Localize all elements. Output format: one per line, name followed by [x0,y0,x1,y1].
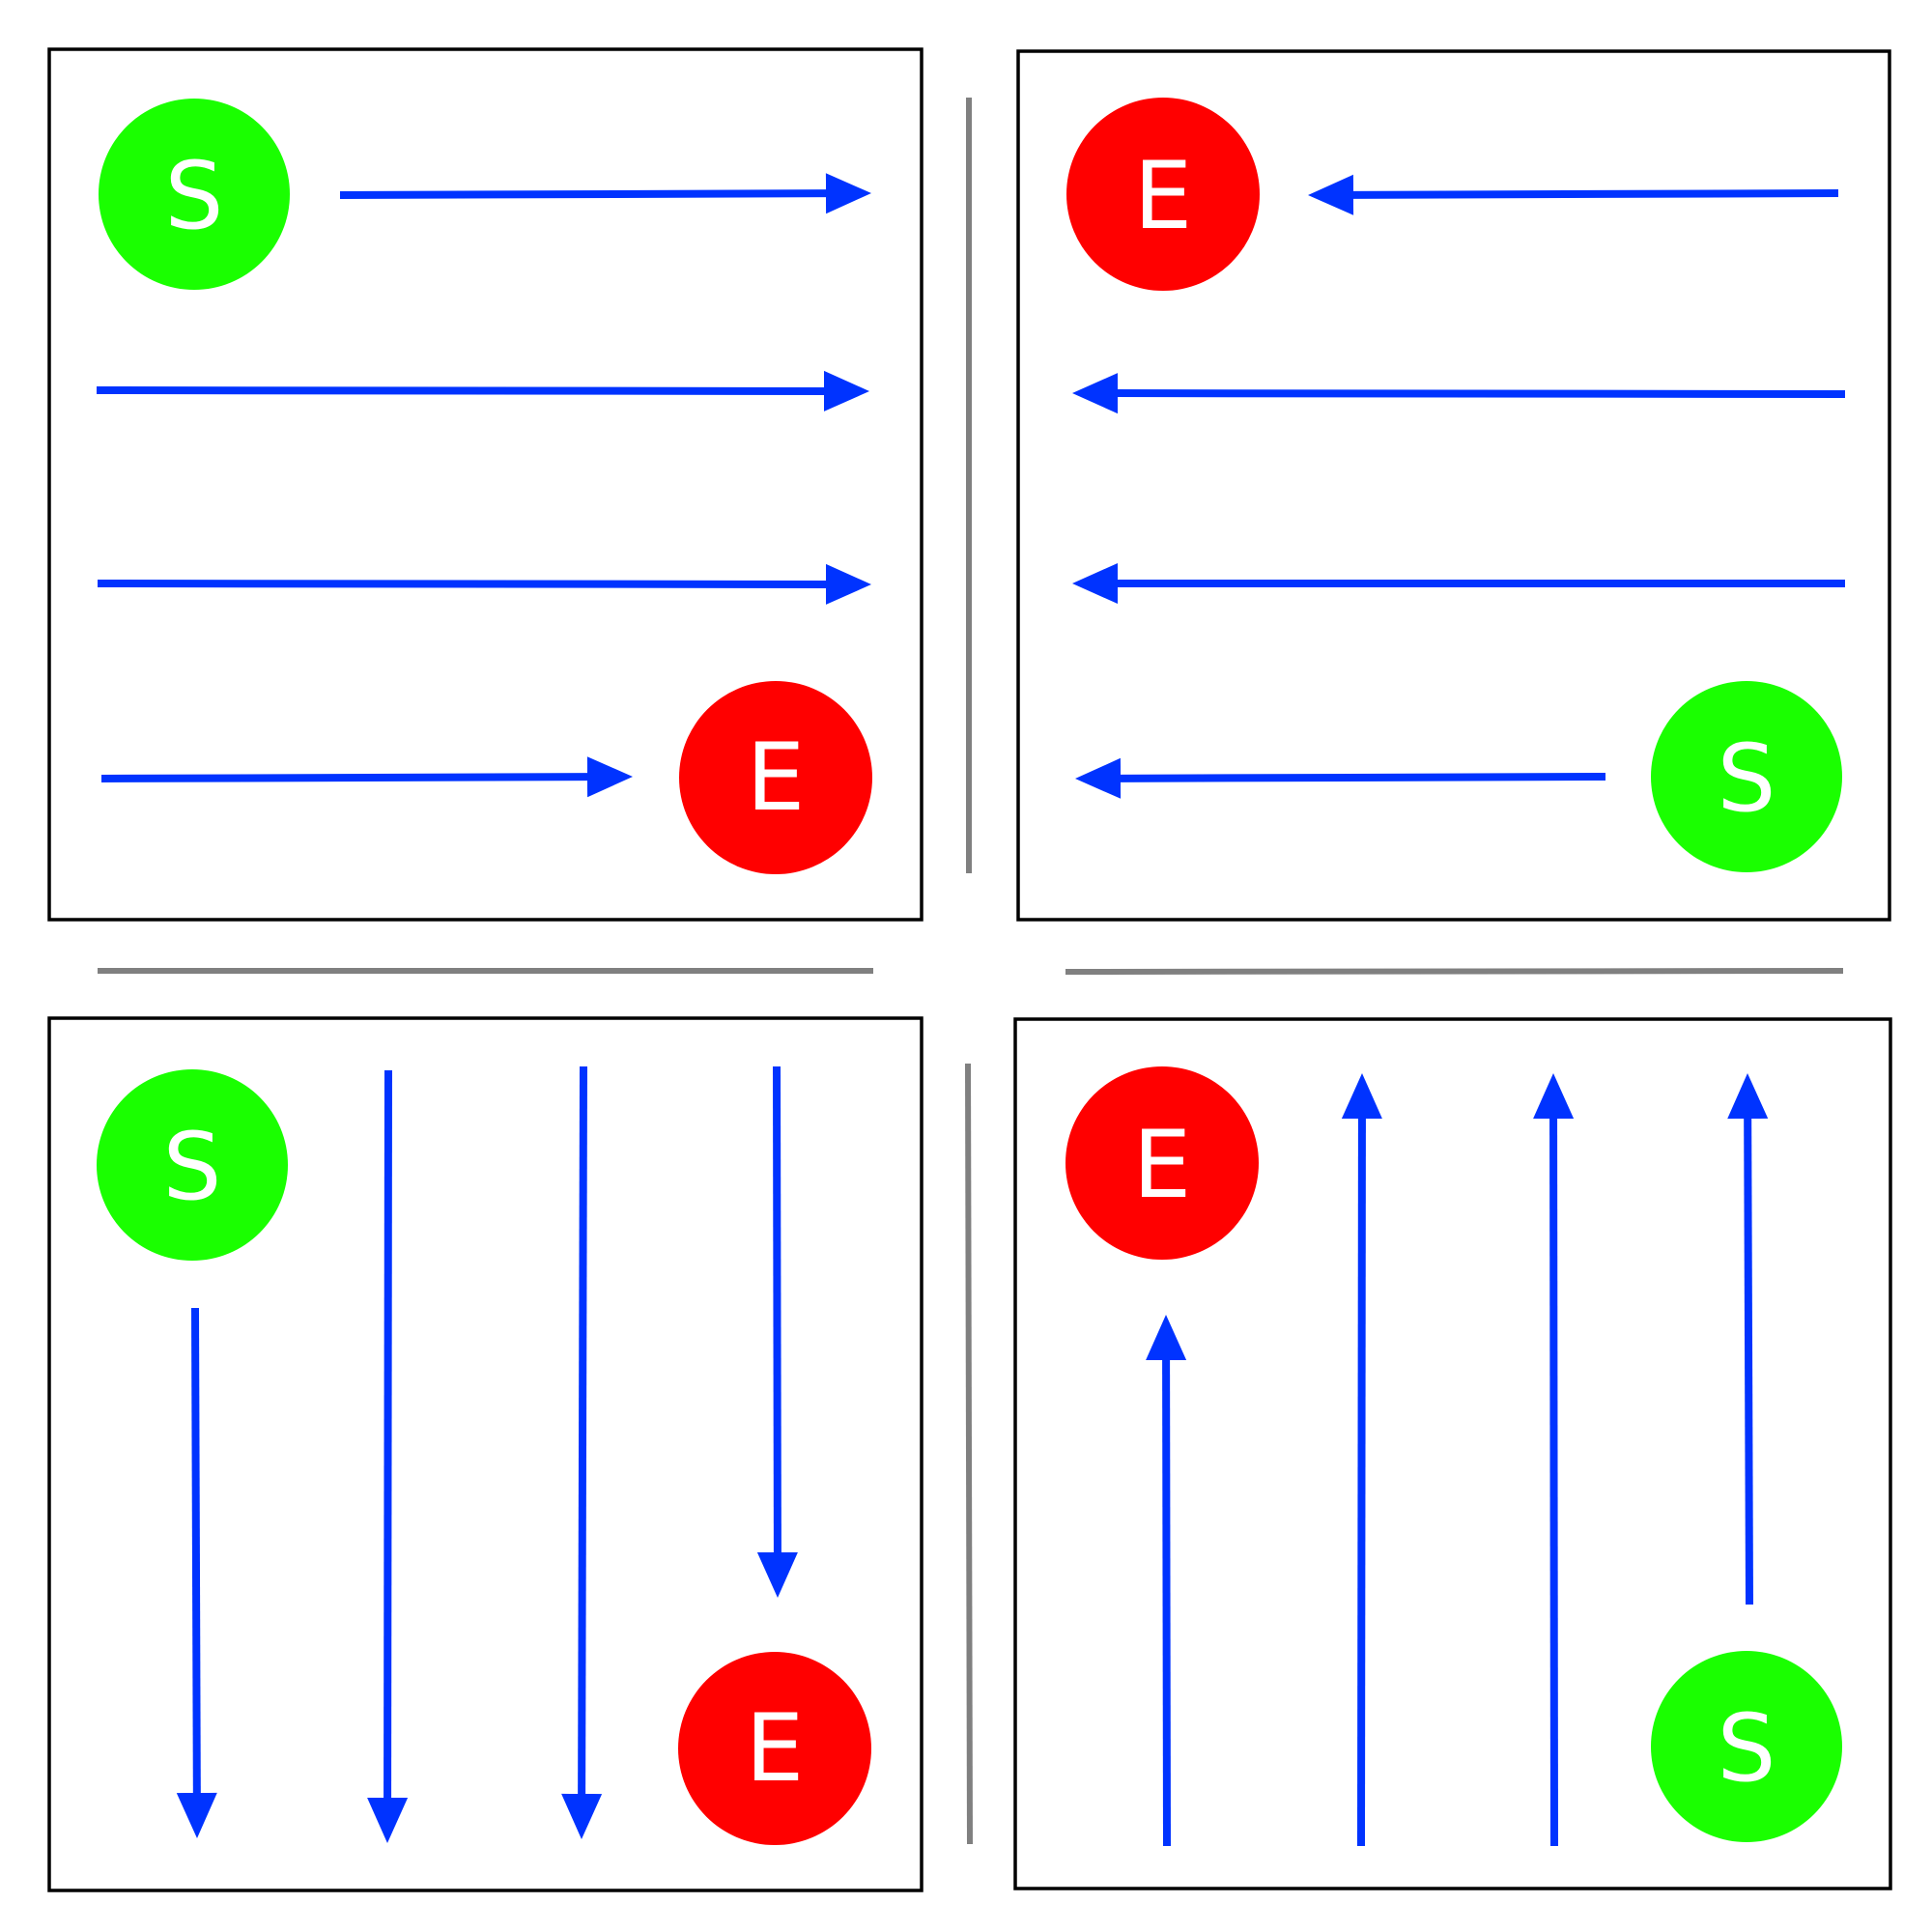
end-marker: E [679,681,872,874]
flow-arrow [1072,373,1846,414]
arrowhead-icon [1341,1073,1382,1119]
flow-arrow [561,1065,603,1839]
start-label: S [165,142,224,250]
arrow-shaft [191,1307,201,1796]
divider-horizontal-right [1065,968,1844,975]
end-marker: E [678,1652,871,1845]
panel-bottom-right-frame [1013,1017,1892,1890]
arrowhead-icon [561,1793,603,1839]
arrow-shaft [1549,1116,1558,1847]
arrow-shaft [773,1065,781,1555]
arrowhead-icon [825,173,871,214]
arrowhead-icon [826,563,871,605]
arrowhead-icon [1072,373,1118,414]
end-circle [678,1652,871,1845]
arrowhead-icon [176,1792,217,1838]
end-circle [679,681,872,874]
flow-arrow [339,173,871,214]
panel-top-right-frame [1016,49,1891,922]
arrowhead-icon [1533,1073,1575,1119]
arrow-shaft [1118,773,1606,782]
flow-arrow [1146,1315,1187,1847]
start-marker: S [97,1069,288,1261]
arrow-layer [96,173,1846,1847]
end-circle [1066,98,1260,291]
end-marker: E [1066,98,1260,291]
panel-bottom-left-frame [47,1016,923,1892]
start-marker: S [1651,1651,1842,1842]
end-marker: E [1065,1066,1259,1260]
arrowhead-icon [1308,174,1354,215]
arrow-shaft [1162,1357,1171,1847]
flow-arrow [97,563,871,605]
flow-arrow [1075,757,1606,799]
flow-arrow [100,756,633,798]
arrowhead-icon [367,1798,409,1843]
flow-arrow [96,370,869,412]
start-label: S [163,1113,222,1221]
start-label: S [1718,724,1776,833]
end-label: E [1134,142,1193,250]
start-circle [1651,681,1842,872]
start-circle [1651,1651,1842,1842]
arrow-shaft [1350,189,1839,199]
flow-arrow [1533,1073,1575,1847]
arrow-shaft [1115,389,1846,398]
arrowhead-icon [824,370,869,412]
end-label: E [747,724,806,832]
flow-arrow [1341,1073,1382,1847]
flow-arrow [176,1307,217,1838]
start-circle [99,99,290,290]
end-label: E [746,1694,805,1803]
start-marker: S [1651,681,1842,872]
start-circle [97,1069,288,1261]
start-marker: S [99,99,290,290]
arrow-shaft [100,773,590,782]
arrowhead-icon [1146,1315,1187,1360]
arrow-shaft [384,1069,392,1801]
flow-arrow [367,1069,409,1843]
arrow-shaft [1744,1116,1753,1605]
flow-arrow [756,1065,798,1598]
arrowhead-icon [756,1552,798,1598]
arrowhead-icon [586,756,633,798]
panel-top-left-frame [47,47,923,922]
arrowhead-icon [1072,563,1118,604]
arrowhead-icon [1727,1073,1769,1120]
end-label: E [1133,1111,1192,1219]
end-circle [1065,1066,1259,1260]
flow-arrow [1072,563,1845,604]
arrow-shaft [578,1065,587,1797]
arrow-shaft [1357,1116,1366,1847]
flow-arrow [1727,1073,1769,1605]
arrow-shaft [97,580,829,588]
divider-vertical-bottom [965,1063,973,1845]
arrow-shaft [339,189,829,199]
start-label: S [1718,1694,1776,1803]
arrow-shaft [96,386,827,395]
flow-arrow [1308,174,1839,215]
arrowhead-icon [1075,757,1122,799]
